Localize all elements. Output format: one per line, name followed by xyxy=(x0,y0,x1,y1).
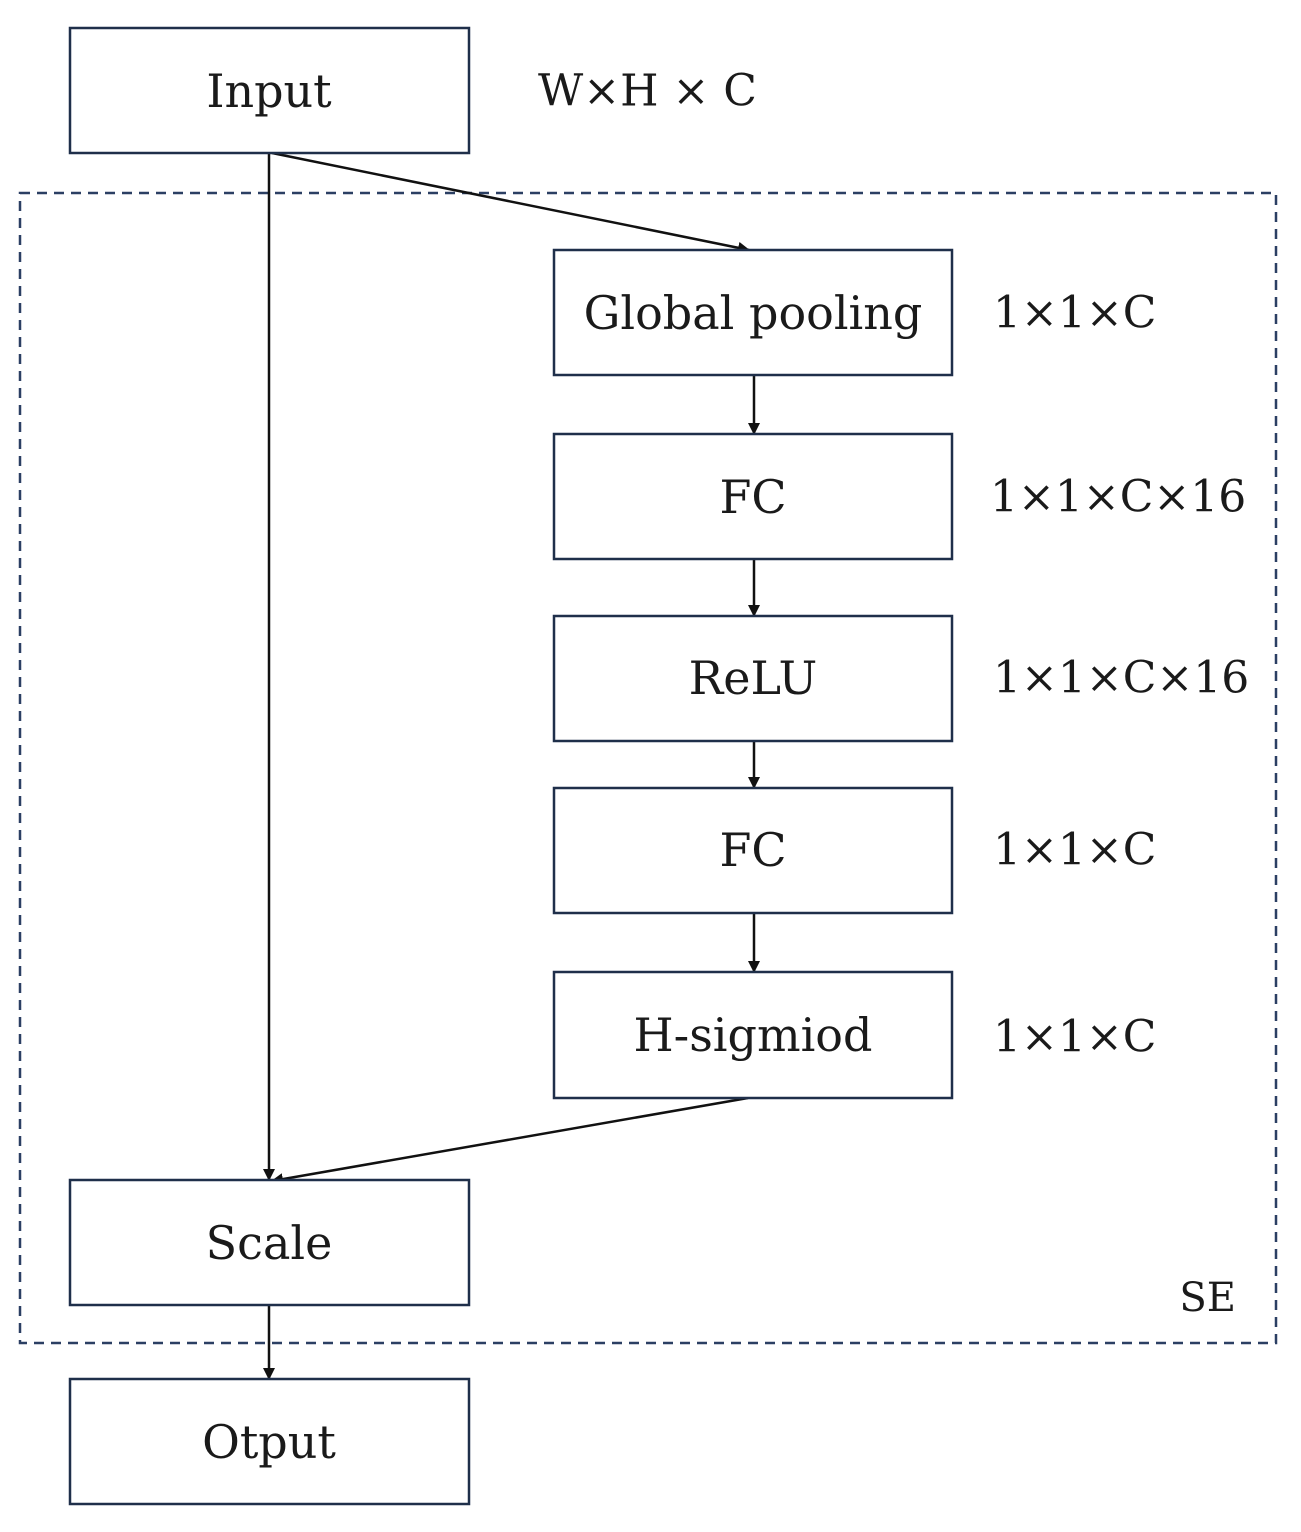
input-node: Input xyxy=(68,26,471,155)
output-label: Otput xyxy=(202,1415,336,1469)
arrow-input-to-global-pooling xyxy=(271,151,750,254)
fc-dims-1: 1×1×C×16 xyxy=(990,472,1246,523)
se-block-label: SE xyxy=(1179,1275,1236,1321)
input-dims: W×H × C xyxy=(538,66,757,117)
relu-dims: 1×1×C×16 xyxy=(993,653,1249,704)
connectors xyxy=(263,151,760,1380)
global-pooling-label: Global pooling xyxy=(584,286,923,340)
fc-node-1: FC xyxy=(552,432,954,561)
h-sigmiod-dims: 1×1×C xyxy=(993,1012,1156,1063)
h-sigmiod-label: H-sigmiod xyxy=(634,1008,873,1062)
fc-label-2: FC xyxy=(719,823,786,877)
se-block-frame xyxy=(18,191,1278,1345)
input-label: Input xyxy=(206,64,332,118)
relu-node: ReLU xyxy=(552,614,954,743)
fc-node-2: FC xyxy=(552,786,954,915)
fc-dims-2: 1×1×C xyxy=(993,825,1156,876)
output-node: Otput xyxy=(68,1377,471,1506)
global-pooling-dims: 1×1×C xyxy=(993,288,1156,339)
arrow-h-sigmiod-to-scale xyxy=(271,1096,749,1186)
relu-label: ReLU xyxy=(689,651,818,705)
global-pooling-node: Global pooling xyxy=(552,248,954,377)
h-sigmiod-node: H-sigmiod xyxy=(552,970,954,1100)
fc-label-1: FC xyxy=(719,470,786,524)
scale-node: Scale xyxy=(68,1178,471,1307)
scale-label: Scale xyxy=(206,1216,333,1270)
